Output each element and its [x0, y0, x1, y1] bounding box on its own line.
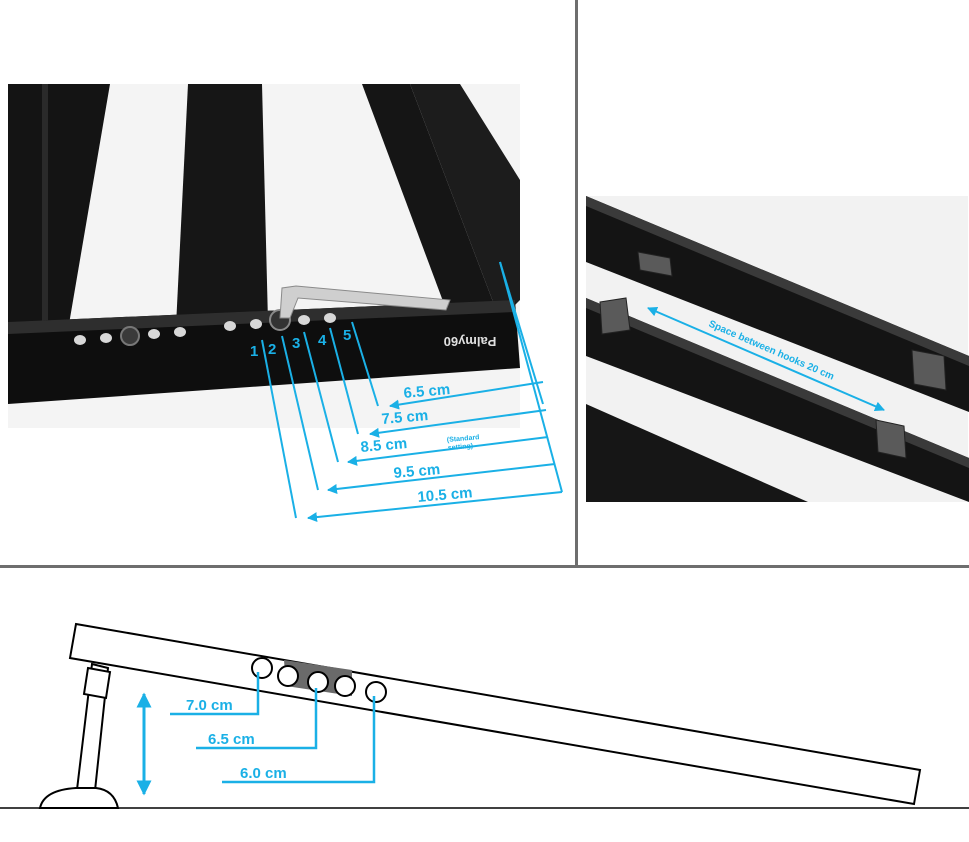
hole-number-1: 1 [250, 343, 258, 360]
angle-settings-diagram: Palmy60 1 2 3 4 5 6.5 cm 7.5 cm 8.5 [8, 84, 563, 523]
horizontal-divider [0, 565, 969, 568]
cross-bar-top-edge [8, 300, 515, 334]
side-height-6-0: 6.0 cm [240, 765, 287, 782]
standard-note-line2: setting) [448, 443, 474, 452]
side-height-6-5: 6.5 cm [208, 731, 255, 748]
angle-settings-panel: Palmy60 1 2 3 4 5 6.5 cm 7.5 cm 8.5 [0, 0, 575, 565]
rail-left [8, 84, 110, 330]
side-view-panel: 7.0 cm 6.5 cm 6.0 cm [0, 568, 969, 837]
height-label-8-5: 8.5 cm [360, 435, 408, 456]
brand-mark: Palmy60 [444, 334, 497, 349]
hole-number-4: 4 [318, 332, 327, 349]
side-height-7-0: 7.0 cm [186, 697, 233, 714]
hook-spacing-diagram: Space between hooks 20 cm [586, 196, 969, 502]
hooks [599, 251, 947, 459]
height-label-7-5: 7.5 cm [381, 407, 429, 428]
hole-number-3: 3 [292, 335, 300, 352]
vertical-divider [575, 0, 578, 565]
standard-note-line1: (Standard [447, 434, 480, 444]
rail-center [176, 84, 268, 326]
hook-spacing-panel: Space between hooks 20 cm [578, 0, 969, 565]
rail-highlight [42, 84, 48, 334]
height-label-10-5: 10.5 cm [417, 484, 473, 506]
side-view-diagram: 7.0 cm 6.5 cm 6.0 cm [0, 622, 969, 809]
support-leg [38, 662, 120, 809]
side-holes [251, 657, 387, 703]
frame-right-side [410, 84, 520, 320]
side-leader-lines [170, 672, 376, 784]
rail-bottom [586, 404, 808, 502]
leader-lines [261, 261, 563, 523]
rail-right [362, 84, 500, 320]
spacing-arrow [647, 306, 885, 412]
hole-number-2: 2 [268, 341, 276, 358]
adjustment-holes [74, 313, 336, 345]
height-label-9-5: 9.5 cm [393, 461, 441, 482]
bolt-left [120, 326, 140, 346]
hole-number-5: 5 [343, 327, 351, 344]
height-label-6-5: 6.5 cm [403, 381, 451, 402]
allen-key-icon [279, 285, 451, 319]
